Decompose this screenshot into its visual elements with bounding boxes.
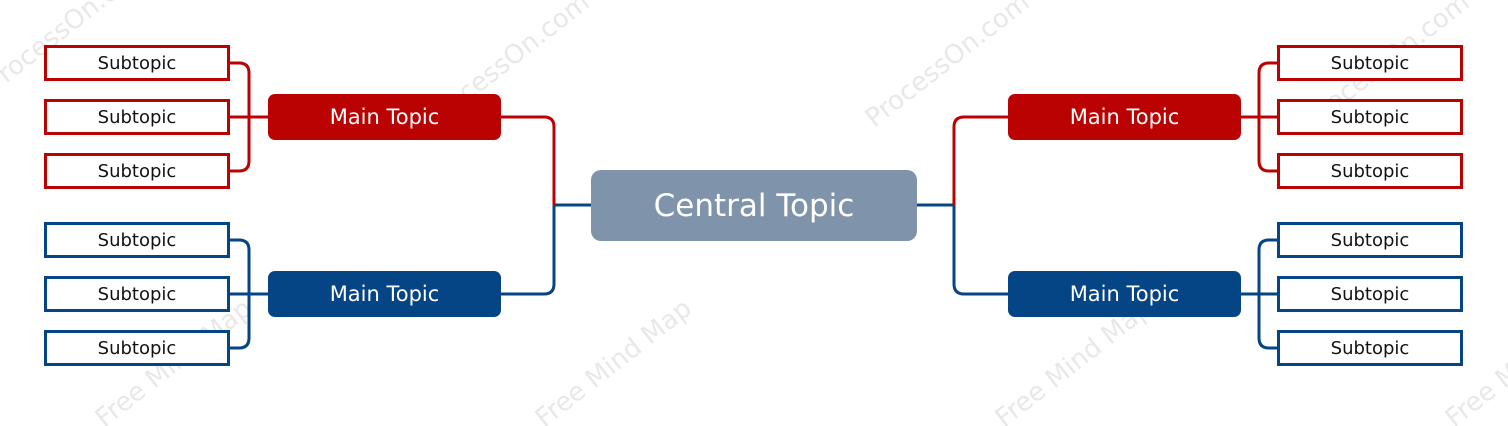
connector-sub-left-top-2	[230, 117, 251, 173]
main-topic-right-top[interactable]: Main Topic	[1008, 94, 1241, 140]
central-topic[interactable]: Central Topic	[591, 170, 917, 241]
subtopic[interactable]: Subtopic	[1277, 330, 1463, 366]
main-topic-left-bottom[interactable]: Main Topic	[268, 271, 501, 317]
subtopic[interactable]: Subtopic	[1277, 276, 1463, 312]
connector-sub-left-bottom-0	[230, 238, 251, 294]
connector-sub-right-bottom-0	[1257, 238, 1277, 294]
subtopic[interactable]: Subtopic	[44, 222, 230, 258]
connector-sub-left-bottom-2	[230, 294, 251, 350]
connector-to-main-left-top	[500, 115, 556, 205]
subtopic[interactable]: Subtopic	[1277, 99, 1463, 135]
connector-to-main-right-bottom	[952, 205, 1008, 296]
subtopic[interactable]: Subtopic	[44, 153, 230, 189]
subtopic[interactable]: Subtopic	[44, 276, 230, 312]
connector-sub-right-bottom-2	[1257, 294, 1277, 350]
connector-sub-right-top-2	[1257, 117, 1277, 173]
subtopic[interactable]: Subtopic	[44, 330, 230, 366]
main-topic-right-bottom[interactable]: Main Topic	[1008, 271, 1241, 317]
main-topic-left-top[interactable]: Main Topic	[268, 94, 501, 140]
connector-sub-left-top-0	[230, 61, 251, 117]
subtopic[interactable]: Subtopic	[1277, 222, 1463, 258]
connector-to-main-left-bottom	[500, 205, 556, 296]
connector-to-main-right-top	[952, 115, 1008, 205]
subtopic[interactable]: Subtopic	[44, 45, 230, 81]
subtopic[interactable]: Subtopic	[1277, 153, 1463, 189]
subtopic[interactable]: Subtopic	[1277, 45, 1463, 81]
subtopic[interactable]: Subtopic	[44, 99, 230, 135]
connector-sub-right-top-0	[1257, 61, 1277, 117]
